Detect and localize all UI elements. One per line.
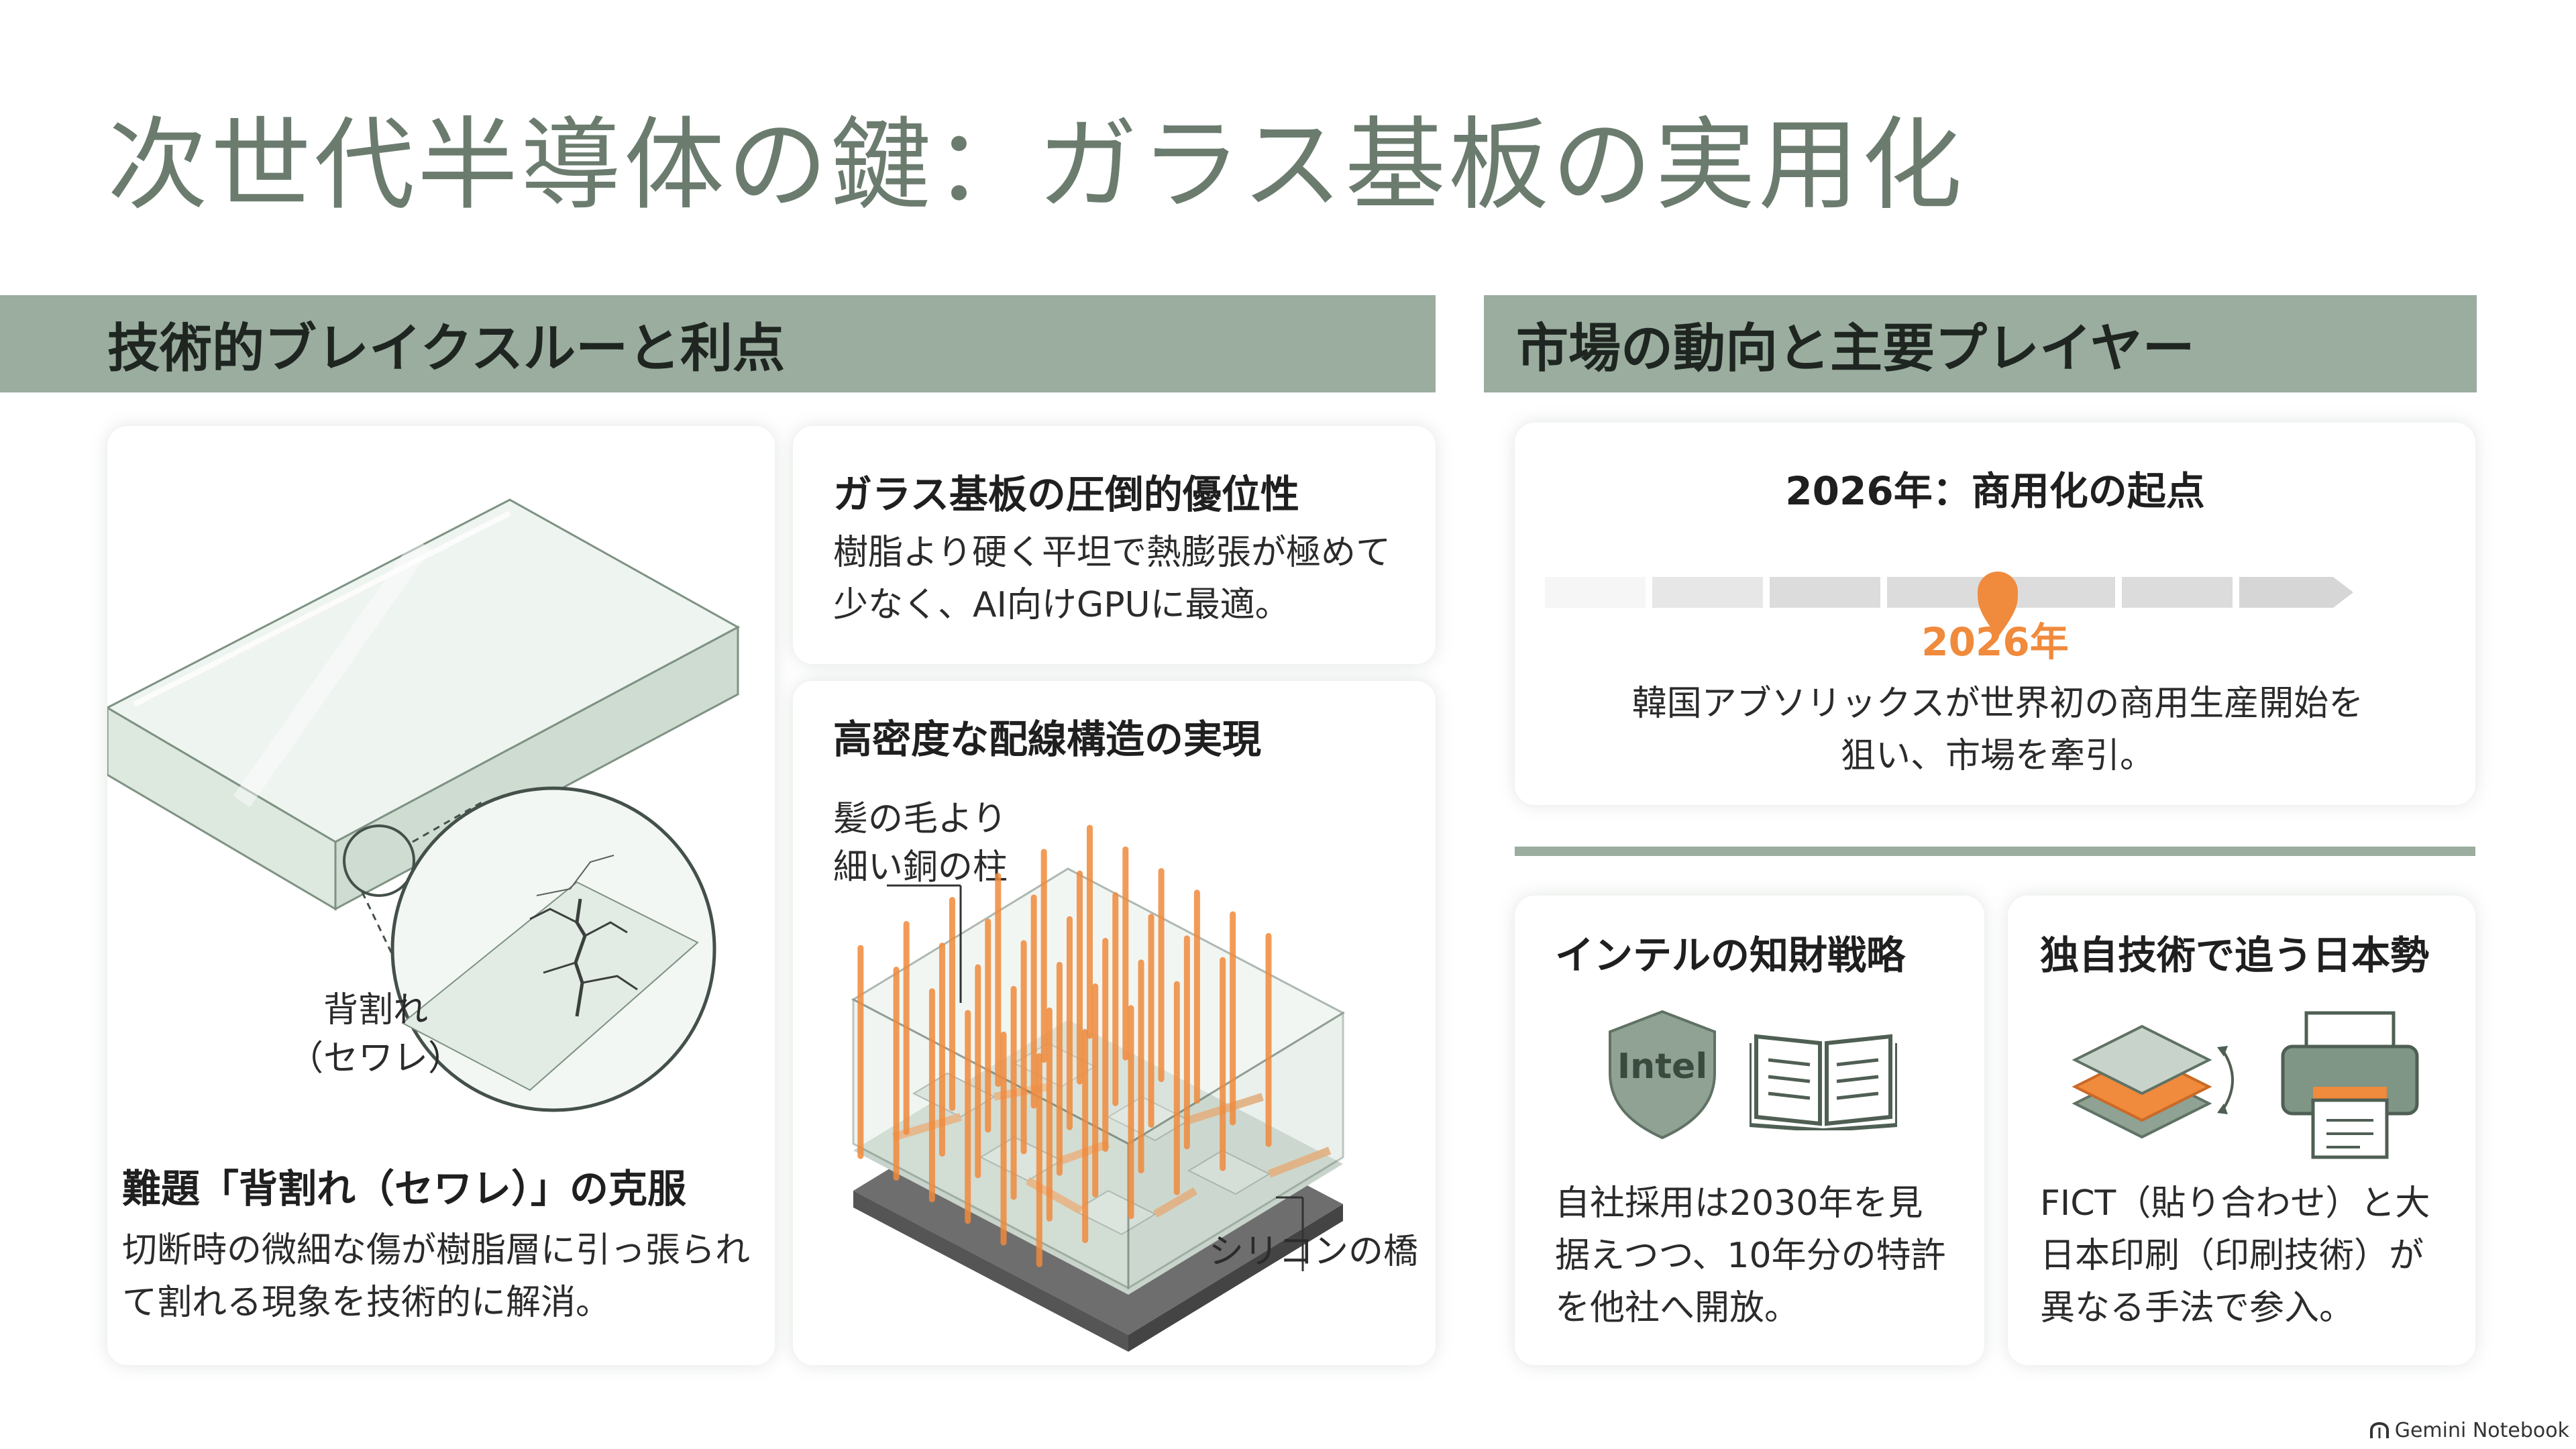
timeline-card-body: 韓国アブソリックスが世界初の商用生産開始を狙い、市場を牽引。 — [1631, 684, 2364, 776]
wiring-card-heading: 高密度な配線構造の実現 — [833, 716, 1262, 762]
page-title: 次世代半導体の鍵：ガラス基板の実用化 — [107, 107, 1966, 224]
timeline-marker-label: 2026年 — [1921, 619, 2069, 665]
printer-icon — [2281, 1011, 2419, 1159]
intel-card-body: 自社採用は2030年を見据えつつ、10年分の特許を他社へ開放。 — [1555, 1183, 1946, 1328]
open-book-icon — [1750, 1034, 1897, 1130]
intel-shield-icon — [1609, 1010, 1716, 1140]
timeline-marker-pin — [1978, 572, 2018, 637]
section-header-market: 市場の動向と主要プレイヤー — [1484, 295, 2477, 392]
timeline-bar — [1545, 572, 2353, 637]
timeline-card: 2026年：商用化の起点 2026年 韓国アブソリックスが世界初の商用生産開始を… — [1515, 423, 2475, 805]
intel-card-heading: インテルの知財戦略 — [1555, 932, 1906, 978]
intel-card: インテルの知財戦略 Intel 自社採用は2030年を見据えつつ、10年分の特許… — [1515, 896, 1984, 1365]
pillar-label-line2: 細い銅の柱 — [833, 847, 1008, 888]
bridge-label: シリコンの橋 — [1209, 1232, 1419, 1272]
crack-origin-circle — [343, 824, 415, 897]
crack-card: 背割れ （セワレ） 難題「背割れ（セワレ）」の克服 切断時の微細な傷が樹脂層に引… — [107, 426, 775, 1365]
footer-brand: Gemini Notebook — [2369, 1419, 2569, 1442]
glass-slab-illustration — [107, 498, 741, 1112]
advantage-card: ガラス基板の圧倒的優位性 樹脂より硬く平坦で熱膨張が極めて少なく、AI向けGPU… — [793, 426, 1436, 664]
layered-substrate-icon — [2072, 1024, 2234, 1139]
right-section-divider — [1515, 847, 2475, 856]
gemini-notebook-logo-icon — [2369, 1421, 2389, 1438]
advantage-card-body: 樹脂より硬く平坦で熱膨張が極めて少なく、AI向けGPUに最適。 — [833, 533, 1391, 625]
crack-card-heading: 難題「背割れ（セワレ）」の克服 — [122, 1166, 687, 1212]
section-header-technology: 技術的ブレイクスルーと利点 — [0, 295, 1436, 392]
crack-callout-line2: （セワレ） — [288, 1038, 464, 1079]
japan-card-body: FICT（貼り合わせ）と大日本印刷（印刷技術）が異なる手法で参入。 — [2040, 1183, 2430, 1328]
japan-card-heading: 独自技術で追う日本勢 — [2040, 932, 2430, 978]
pillar-label: 髪の毛より 細い銅の柱 — [833, 795, 1008, 892]
pillar-label-line1: 髪の毛より — [833, 799, 1007, 839]
japan-card: 独自技術で追う日本勢 FICT（貼り合わせ）と大日本印刷（印刷技術）が異なる手法… — [2008, 896, 2475, 1365]
advantage-card-heading: ガラス基板の圧倒的優位性 — [833, 472, 1299, 517]
crack-card-body: 切断時の微細な傷が樹脂層に引っ張られて割れる現象を技術的に解消。 — [122, 1230, 751, 1323]
intel-shield-text: Intel — [1617, 1046, 1708, 1087]
wiring-card: 高密度な配線構造の実現 髪の毛より 細い銅の柱 — [793, 681, 1436, 1365]
copper-pillars — [857, 824, 1272, 1267]
wiring-illustration — [851, 824, 1346, 1352]
crack-callout-label: 背割れ （セワレ） — [288, 986, 463, 1083]
timeline-card-heading: 2026年：商用化の起点 — [1785, 468, 2205, 514]
crack-callout-line1: 背割れ — [323, 990, 428, 1030]
footer-brand-text: Gemini Notebook — [2394, 1419, 2569, 1442]
